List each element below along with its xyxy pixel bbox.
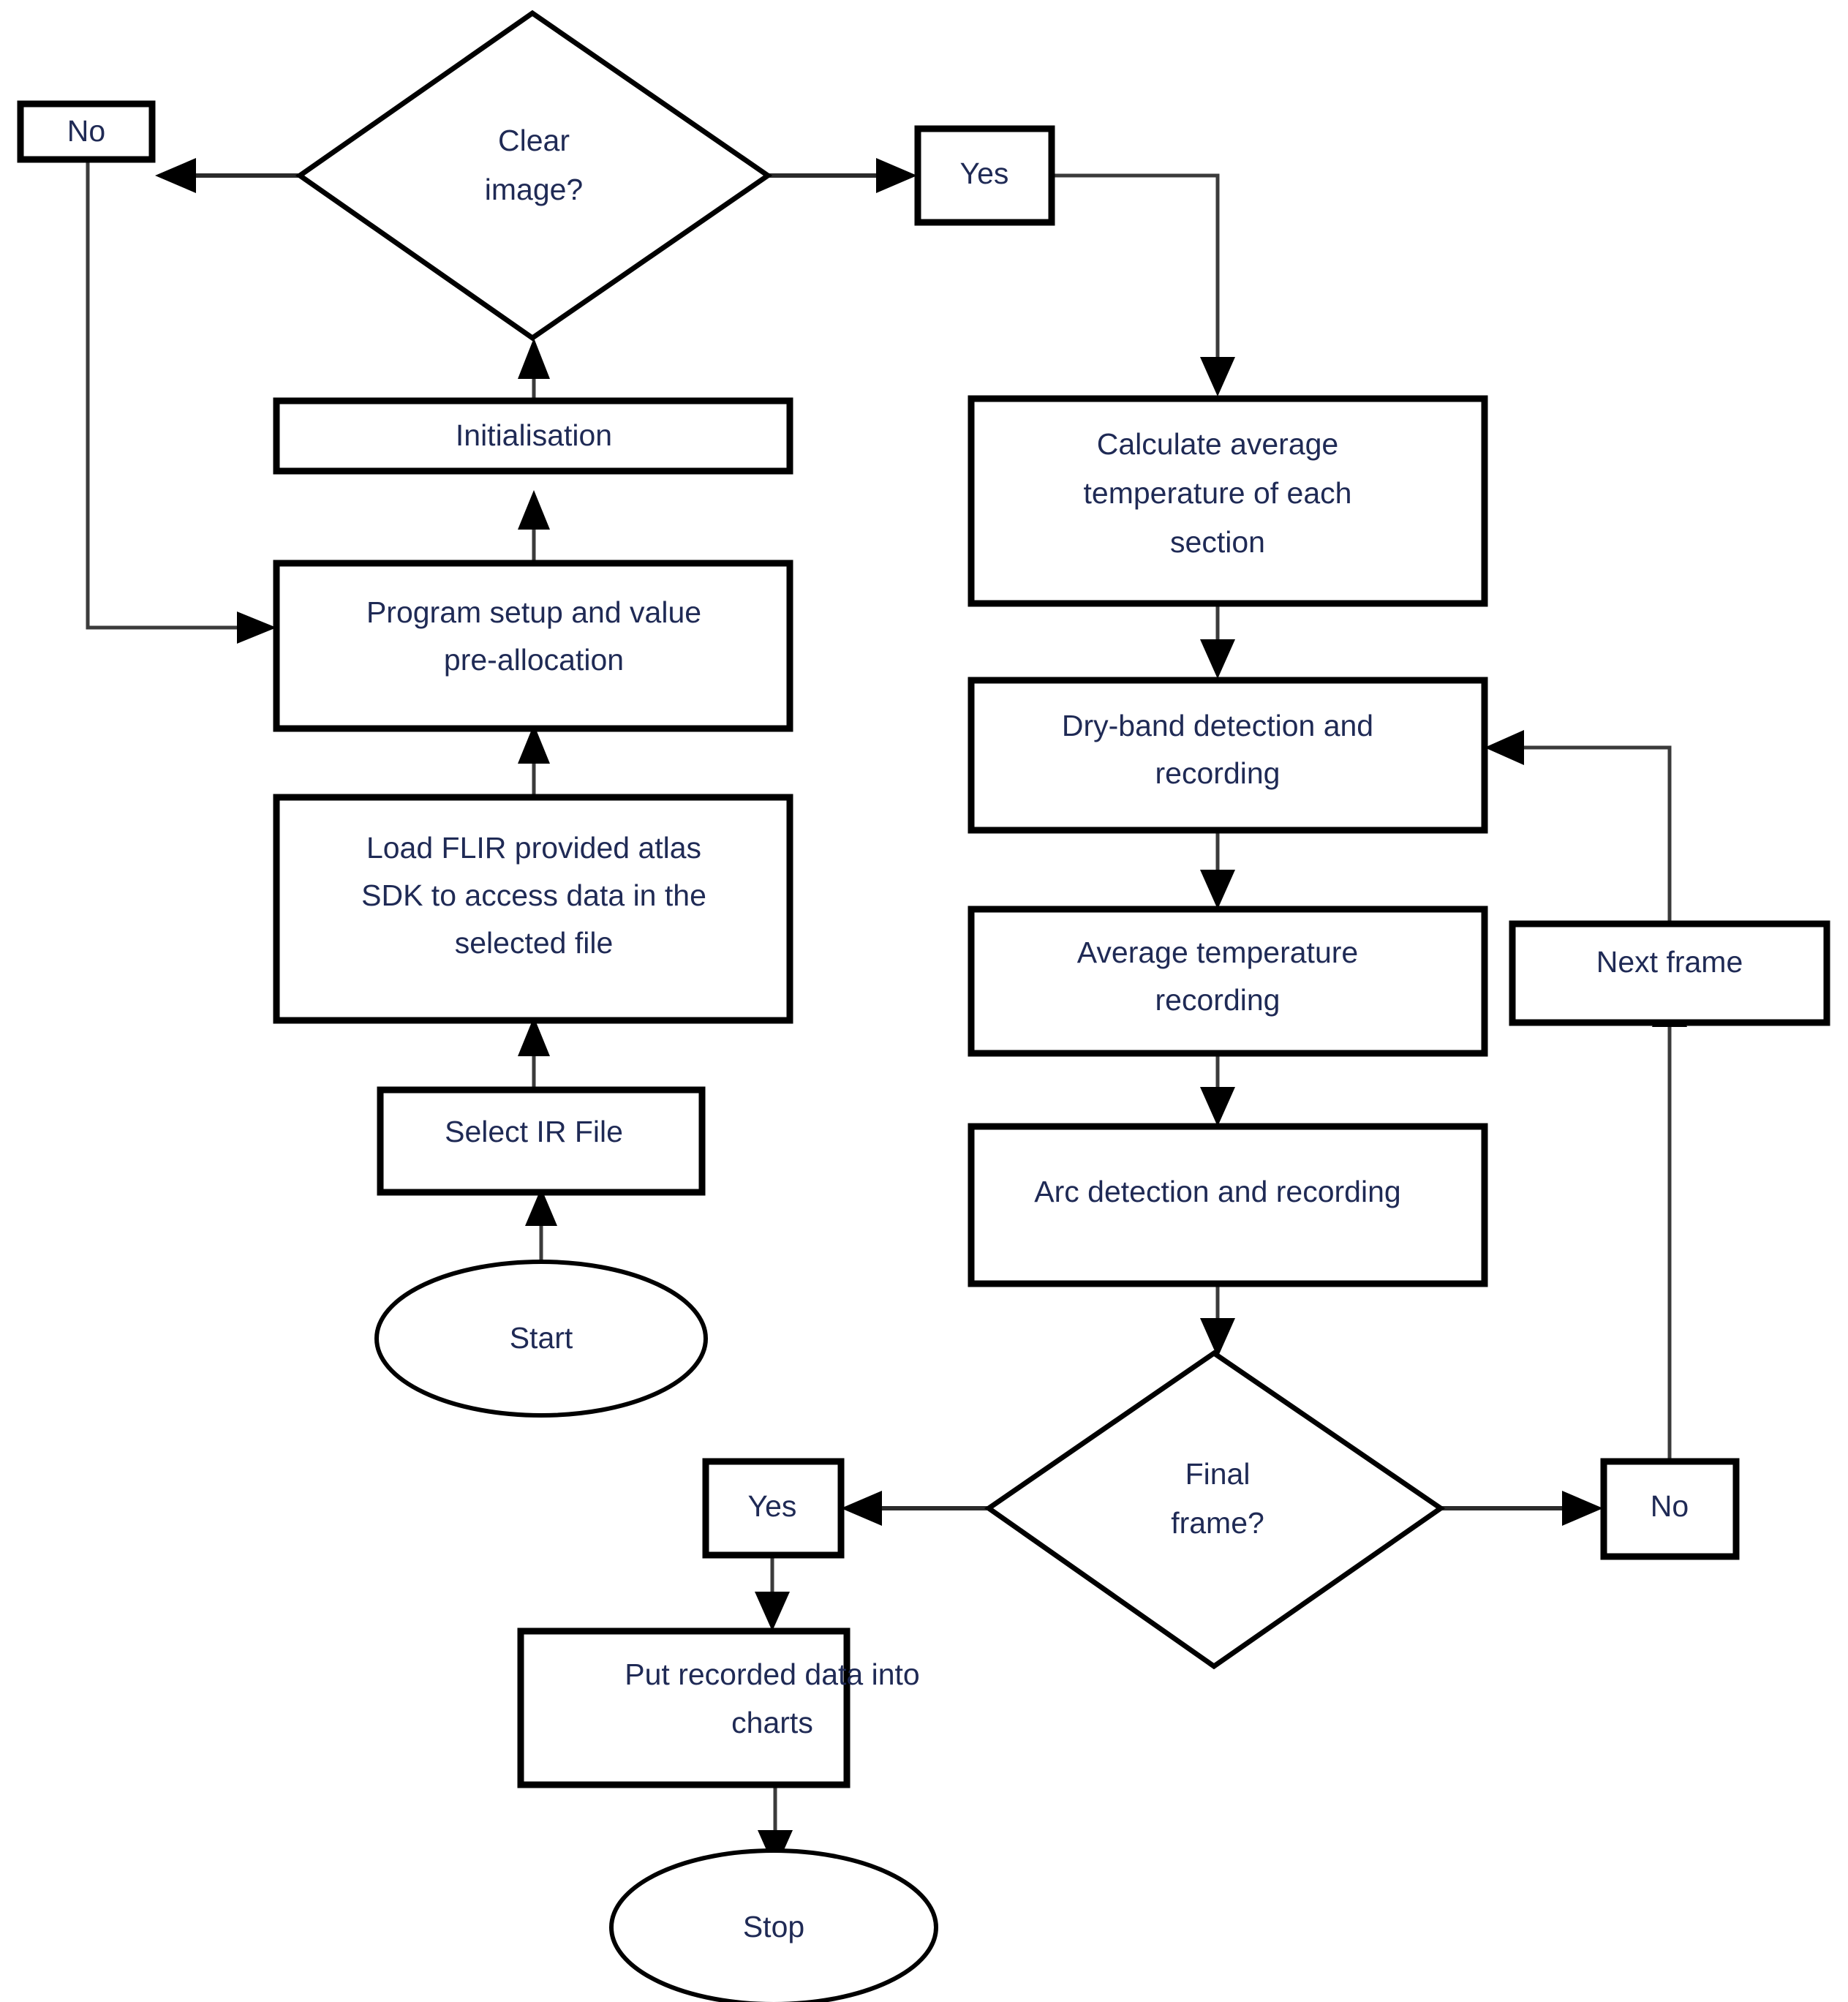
node-calculate-average[interactable]: [968, 395, 1488, 607]
label-dry-band-line1: Dry-band detection and: [1062, 709, 1373, 742]
arrowhead-program-setup: [518, 724, 550, 764]
arrowhead-calculate-average: [1200, 357, 1235, 396]
label-clear-image-line2: image?: [485, 173, 583, 206]
label-calculate-average-line3: section: [1170, 525, 1265, 559]
node-put-recorded-data[interactable]: [517, 1627, 851, 1788]
arrowhead-no-bottom: [1562, 1491, 1603, 1526]
label-calculate-average-line1: Calculate average: [1097, 427, 1338, 461]
arrowhead-yes-bottom: [841, 1491, 882, 1526]
label-final-frame-no: No: [1651, 1489, 1689, 1523]
label-load-flir-line2: SDK to access data in the: [361, 878, 706, 912]
arrowhead-clear-image: [518, 338, 550, 379]
connector-layer: [86, 158, 1687, 1870]
node-arc-detection[interactable]: [968, 1123, 1488, 1287]
node-clear-image-yes[interactable]: [914, 125, 1055, 226]
label-program-setup-line1: Program setup and value: [366, 595, 701, 629]
label-calculate-average-line2: temperature of each: [1084, 476, 1352, 510]
node-initialisation[interactable]: [273, 397, 793, 475]
arrowhead-select-ir-file: [525, 1188, 557, 1226]
label-final-frame-yes: Yes: [748, 1489, 797, 1523]
label-select-ir-file: Select IR File: [445, 1115, 623, 1148]
arrowhead-program-setup-left: [237, 611, 276, 644]
node-dry-band[interactable]: [968, 677, 1488, 834]
arrowhead-initialisation: [518, 490, 550, 530]
arrowhead-dry-band-right: [1485, 730, 1524, 765]
arrowhead-dry-band: [1200, 639, 1235, 679]
node-average-temp-recording[interactable]: [968, 906, 1488, 1057]
label-final-frame-line1: Final: [1185, 1457, 1251, 1491]
text-layer: Clear image? No Yes Initialisation Progr…: [67, 114, 1743, 1943]
arrowhead-final-frame: [1200, 1318, 1235, 1358]
node-clear-image-no[interactable]: [17, 100, 156, 163]
label-average-temp-line2: recording: [1155, 983, 1281, 1017]
arrowhead-put-recorded-data: [755, 1592, 790, 1631]
label-program-setup-line2: pre-allocation: [444, 643, 624, 677]
node-final-frame-decision[interactable]: [984, 1350, 1446, 1670]
label-clear-image-no: No: [67, 114, 105, 148]
label-next-frame: Next frame: [1596, 945, 1743, 979]
label-load-flir-line1: Load FLIR provided atlas: [366, 831, 701, 865]
node-start[interactable]: [374, 1260, 708, 1418]
shape-layer: [17, 10, 1830, 2002]
edge-yes-to-calculate-average: [1052, 173, 1220, 362]
label-clear-image-line1: Clear: [498, 124, 570, 157]
arrowhead-load-flir: [518, 1017, 550, 1056]
arrowhead-yes-top: [876, 158, 917, 193]
node-next-frame[interactable]: [1509, 920, 1830, 1026]
node-stop[interactable]: [609, 1848, 938, 2002]
node-load-flir[interactable]: [273, 794, 793, 1024]
label-start: Start: [510, 1321, 573, 1355]
label-stop: Stop: [743, 1910, 804, 1943]
label-average-temp-line1: Average temperature: [1077, 936, 1358, 969]
arrowhead-arc-detection: [1200, 1087, 1235, 1126]
label-dry-band-line2: recording: [1155, 756, 1281, 790]
label-put-recorded-data-line1: Put recorded data into: [625, 1657, 919, 1691]
node-final-frame-no[interactable]: [1600, 1458, 1740, 1560]
arrowhead-average-temp: [1200, 870, 1235, 909]
label-arc-detection: Arc detection and recording: [1034, 1175, 1400, 1208]
label-clear-image-yes: Yes: [960, 157, 1009, 190]
edge-no-to-program-setup: [86, 159, 241, 630]
label-put-recorded-data-line2: charts: [731, 1706, 813, 1739]
label-load-flir-line3: selected file: [455, 926, 614, 960]
label-initialisation: Initialisation: [456, 418, 612, 452]
node-select-ir-file[interactable]: [377, 1086, 706, 1196]
edge-next-frame-to-dry-band: [1520, 745, 1672, 924]
arrowhead-no-top: [155, 158, 196, 193]
node-program-setup[interactable]: [273, 560, 793, 732]
node-clear-image-decision[interactable]: [295, 10, 773, 342]
node-final-frame-yes[interactable]: [702, 1458, 845, 1559]
label-final-frame-line2: frame?: [1171, 1506, 1264, 1540]
